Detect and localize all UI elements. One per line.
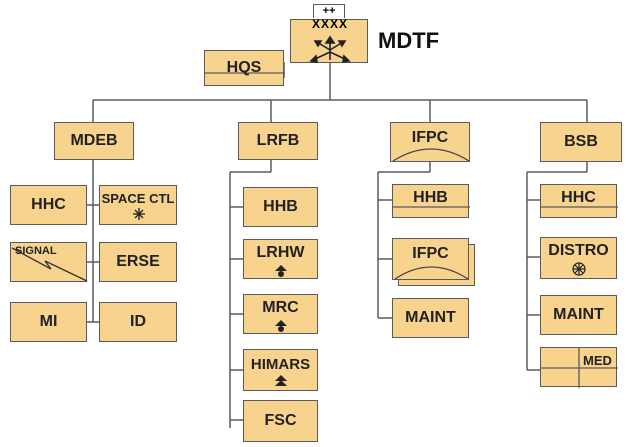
mrc-box: MRC — [243, 294, 318, 334]
hq-plus-label: ++ — [322, 5, 336, 17]
bsb-box: BSB — [540, 122, 622, 162]
space-ctl-box: SPACE CTL — [99, 185, 177, 225]
bsb-label: BSB — [564, 133, 598, 150]
lrhw-box: LRHW — [243, 239, 318, 279]
ifpc-hhb-label: HHB — [413, 189, 448, 206]
lrfb-box: LRFB — [238, 122, 318, 160]
space-ctl-label: SPACE CTL — [101, 190, 175, 206]
signal-box: SIGNAL — [10, 242, 88, 282]
lrfb-label: LRFB — [256, 132, 300, 149]
ifpc-maint-box: MAINT — [392, 298, 469, 338]
mdeb-box: MDEB — [54, 122, 134, 160]
ifpc-box: IFPC — [390, 122, 470, 162]
mrc-label: MRC — [262, 299, 299, 316]
ifpc-label: IFPC — [411, 129, 449, 146]
erse-label: ERSE — [116, 253, 160, 270]
ifpc-maint-label: MAINT — [405, 309, 456, 326]
fsc-label: FSC — [264, 412, 297, 429]
id-box: ID — [99, 302, 177, 342]
mdeb-label: MDEB — [70, 132, 118, 149]
hq-unit-size: XXXX — [312, 17, 349, 31]
lrfb-hhb-label: HHB — [263, 198, 298, 215]
lrhw-label: LRHW — [256, 244, 305, 261]
hq-plus-tab: ++ — [313, 4, 345, 18]
himars-box: HIMARS — [243, 349, 318, 391]
diagram-title: MDTF — [378, 28, 440, 53]
distro-label: DISTRO — [548, 242, 609, 259]
bsb-maint-label: MAINT — [553, 306, 604, 323]
erse-box: ERSE — [99, 242, 177, 282]
ifpc-hhb-box: HHB — [392, 184, 470, 218]
distro-box: DISTRO — [540, 237, 617, 279]
bsb-hhc-box: HHC — [540, 184, 618, 218]
id-label: ID — [130, 313, 146, 330]
mdeb-hhc-label: HHC — [31, 196, 66, 213]
bsb-hhc-label: HHC — [561, 189, 596, 206]
hqs-label: HQS — [226, 59, 262, 76]
mi-label: MI — [39, 313, 58, 330]
med-box: MED — [540, 347, 618, 388]
mdeb-hhc-box: HHC — [10, 185, 87, 225]
ifpc-battery-box: IFPC — [392, 238, 469, 280]
ifpc-battery-label: IFPC — [412, 245, 449, 262]
signal-label: SIGNAL — [15, 245, 57, 257]
bsb-maint-box: MAINT — [540, 295, 617, 335]
med-label: MED — [583, 353, 612, 368]
fsc-box: FSC — [243, 400, 318, 442]
mi-box: MI — [10, 302, 87, 342]
hqs-box: HQS — [204, 50, 285, 86]
lrfb-hhb-box: HHB — [243, 187, 318, 227]
himars-label: HIMARS — [250, 355, 311, 373]
